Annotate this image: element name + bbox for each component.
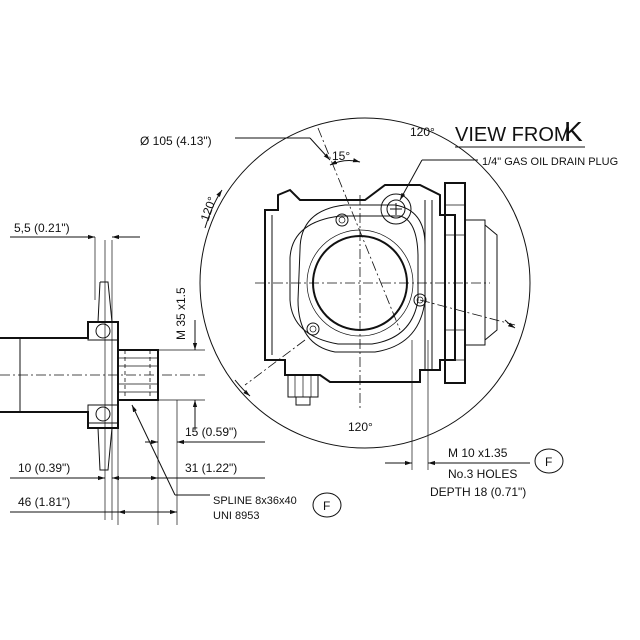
- holes-badge: F: [534, 448, 564, 474]
- bottom-fitting: [287, 374, 319, 406]
- diameter-label: Ø 105 (4.13"): [140, 134, 212, 148]
- angle-offset: 15°: [332, 149, 350, 163]
- dim-10: 10 (0.39"): [18, 461, 70, 475]
- drain-plug: [380, 193, 412, 225]
- bolt-hole: [413, 293, 427, 307]
- view-title-letter: K: [564, 116, 583, 147]
- holes-thread: M 10 x1.35: [448, 446, 508, 460]
- svg-text:F: F: [545, 455, 552, 469]
- holes-depth: DEPTH 18 (0.71"): [430, 485, 526, 499]
- bolt-hole: [306, 322, 320, 336]
- angle-left: 120°: [198, 195, 220, 223]
- dim-31: 31 (1.22"): [185, 461, 237, 475]
- offset-label: 5,5 (0.21"): [14, 221, 70, 235]
- dim-46: 46 (1.81"): [18, 495, 70, 509]
- holes-count: No.3 HOLES: [448, 467, 517, 481]
- spline-spec: SPLINE 8x36x40: [213, 495, 297, 507]
- thread-label: M 35 x1.5: [174, 287, 188, 340]
- spline-badge: F: [312, 492, 342, 518]
- view-title-prefix: VIEW FROM: [455, 124, 571, 146]
- drain-plug-label: 1/4" GAS OIL DRAIN PLUG: [482, 156, 618, 168]
- pitch-circle: [199, 117, 531, 449]
- bearing-lower: [87, 404, 119, 424]
- angle-top-right: 120°: [410, 125, 435, 139]
- bearing-upper: [87, 321, 119, 341]
- bolt-hole: [335, 213, 349, 227]
- side-view: 5,5 (0.21") M 35 x1.5 15 (0.59") 10 (0.3…: [0, 221, 342, 525]
- angle-bottom: 120°: [348, 420, 373, 434]
- inner-body: [297, 204, 426, 353]
- dim-15: 15 (0.59"): [185, 425, 237, 439]
- spline-standard: UNI 8953: [213, 510, 259, 522]
- svg-text:F: F: [323, 499, 330, 513]
- view-from-k: VIEW FROM K 120° 120° 120° 15° Ø 105 (4.…: [140, 116, 618, 499]
